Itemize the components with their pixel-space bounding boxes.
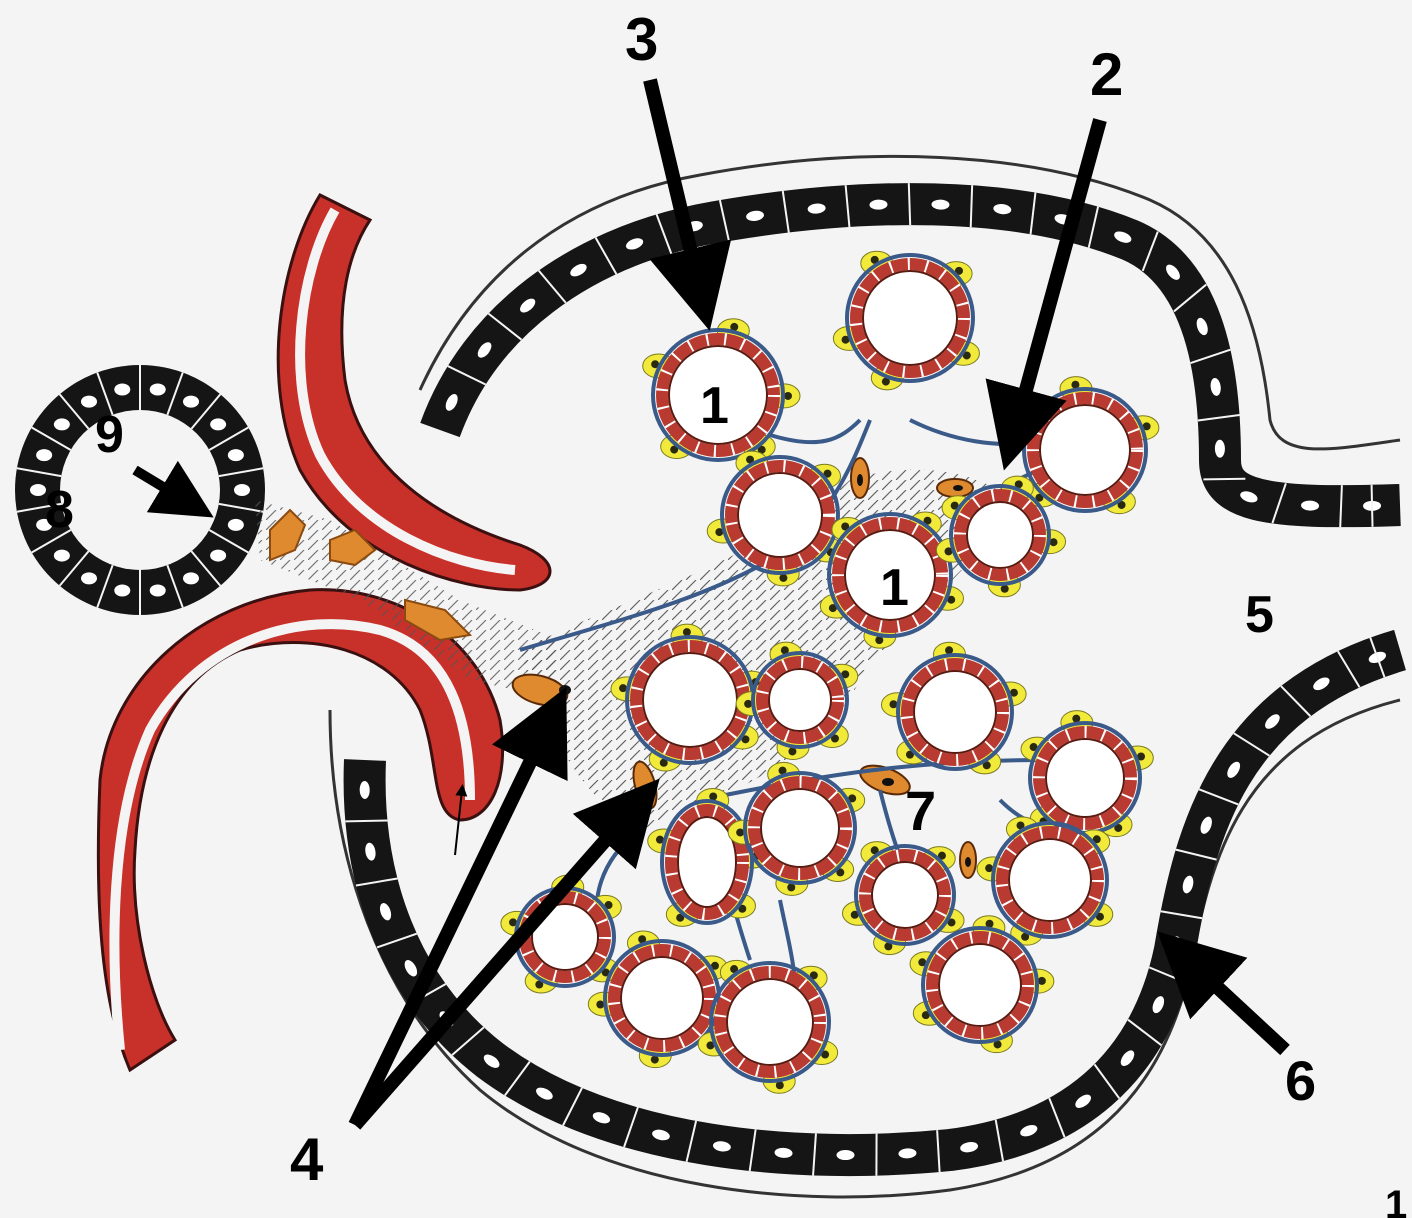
label-2: 2	[1090, 41, 1123, 108]
tubule-cell-nucleus	[54, 550, 70, 562]
tubule-cell-nucleus	[114, 384, 130, 396]
cell-divider	[1372, 485, 1373, 527]
label-3: 3	[625, 6, 658, 73]
cell-divider	[1203, 479, 1245, 480]
label-capillary-upper: 1	[700, 377, 729, 435]
tubule-cell-nucleus	[228, 449, 244, 461]
tubule-cell-nucleus	[114, 584, 130, 596]
tubule-cell-nucleus	[183, 572, 199, 584]
tubule-cell-nucleus	[81, 572, 97, 584]
tubule-cell-nucleus	[234, 484, 250, 496]
tubule-cell-nucleus	[30, 484, 46, 496]
corner-label: 1	[1385, 1183, 1407, 1218]
label-8: 8	[45, 481, 74, 539]
label-6: 6	[1285, 1049, 1316, 1112]
label-7: 7	[905, 779, 936, 842]
parietal-nucleus	[836, 1150, 854, 1160]
cell-divider	[345, 820, 387, 821]
tubule-cell-nucleus	[150, 584, 166, 596]
label-5: 5	[1245, 586, 1274, 644]
tubule-cell-nucleus	[228, 519, 244, 531]
tubule-cell-nucleus	[36, 449, 52, 461]
cell-divider	[909, 183, 910, 225]
tubule-cell-nucleus	[54, 418, 70, 430]
label-4: 4	[290, 1126, 324, 1193]
tubule-cell-nucleus	[150, 384, 166, 396]
tubule-cell-nucleus	[210, 550, 226, 562]
label-9: 9	[95, 406, 124, 464]
tubule-cell-nucleus	[210, 418, 226, 430]
tubule-cell-nucleus	[183, 396, 199, 408]
label-capillary-middle: 1	[880, 559, 909, 617]
